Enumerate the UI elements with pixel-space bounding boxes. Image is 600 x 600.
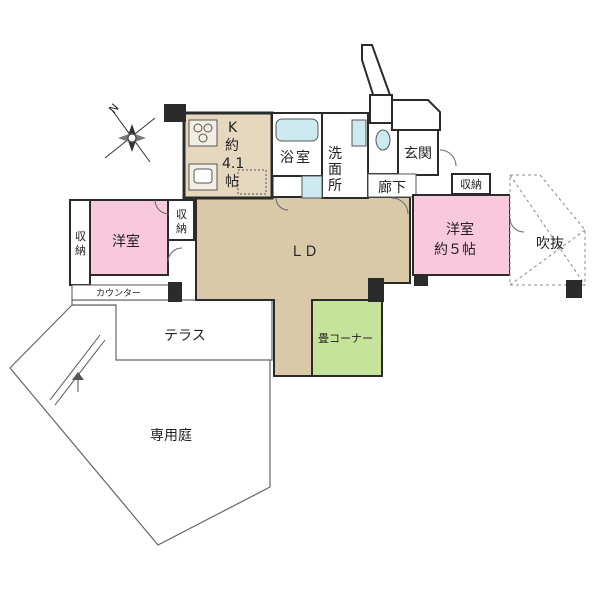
ld-label: ＬＤ — [290, 244, 318, 260]
tatami-label: 畳コーナー — [318, 332, 373, 345]
storage-east-label: 収納 — [460, 178, 482, 191]
bath-label-bottom: 室 — [296, 149, 310, 166]
garden-label: 専用庭 — [150, 427, 192, 444]
kitchen-size-number: 4.1 — [222, 156, 244, 172]
structural-columns — [164, 104, 582, 302]
western-room-east-label: 洋室 — [446, 221, 474, 238]
terrace-label: テラス — [164, 328, 206, 344]
toilet-fixture — [375, 129, 391, 151]
washroom-label-bottom: 所 — [328, 178, 342, 194]
bathtub — [275, 118, 319, 142]
storage-west-1-top: 収 — [75, 230, 86, 243]
kitchen-fixtures — [188, 119, 267, 195]
hallway-label: 廊下 — [378, 179, 406, 196]
washroom-label-top: 洗 — [328, 146, 342, 162]
kitchen-size-prefix: 約 — [225, 138, 239, 154]
kitchen-size-unit: 帖 — [225, 174, 239, 190]
compass-north-label: N — [106, 101, 121, 116]
compass: N — [104, 101, 156, 163]
entrance-porch — [391, 99, 441, 131]
garden-arrow — [49, 334, 106, 406]
western-room-east-size: 約５帖 — [434, 242, 476, 258]
washroom-label-mid: 面 — [328, 162, 342, 178]
washbasin — [351, 119, 367, 147]
storage-west-2-top: 収 — [176, 208, 187, 221]
storage-west-2-bottom: 納 — [176, 222, 187, 235]
bath-label-top: 浴 — [280, 150, 294, 166]
tatami-corner — [311, 299, 383, 377]
entrance-vestibule — [369, 94, 393, 124]
washroom-tile — [301, 175, 323, 199]
storage-west-2 — [167, 199, 195, 241]
western-room-east — [412, 194, 511, 276]
hallway-area — [367, 173, 417, 198]
storage-west-1-bottom: 納 — [75, 244, 86, 257]
kitchen-name: K — [228, 120, 238, 136]
western-room-west-label: 洋室 — [112, 233, 140, 250]
counter-label: カウンター — [96, 288, 141, 299]
entrance-label: 玄関 — [404, 145, 432, 162]
void-label: 吹抜 — [536, 236, 564, 252]
door-swings — [154, 149, 525, 263]
